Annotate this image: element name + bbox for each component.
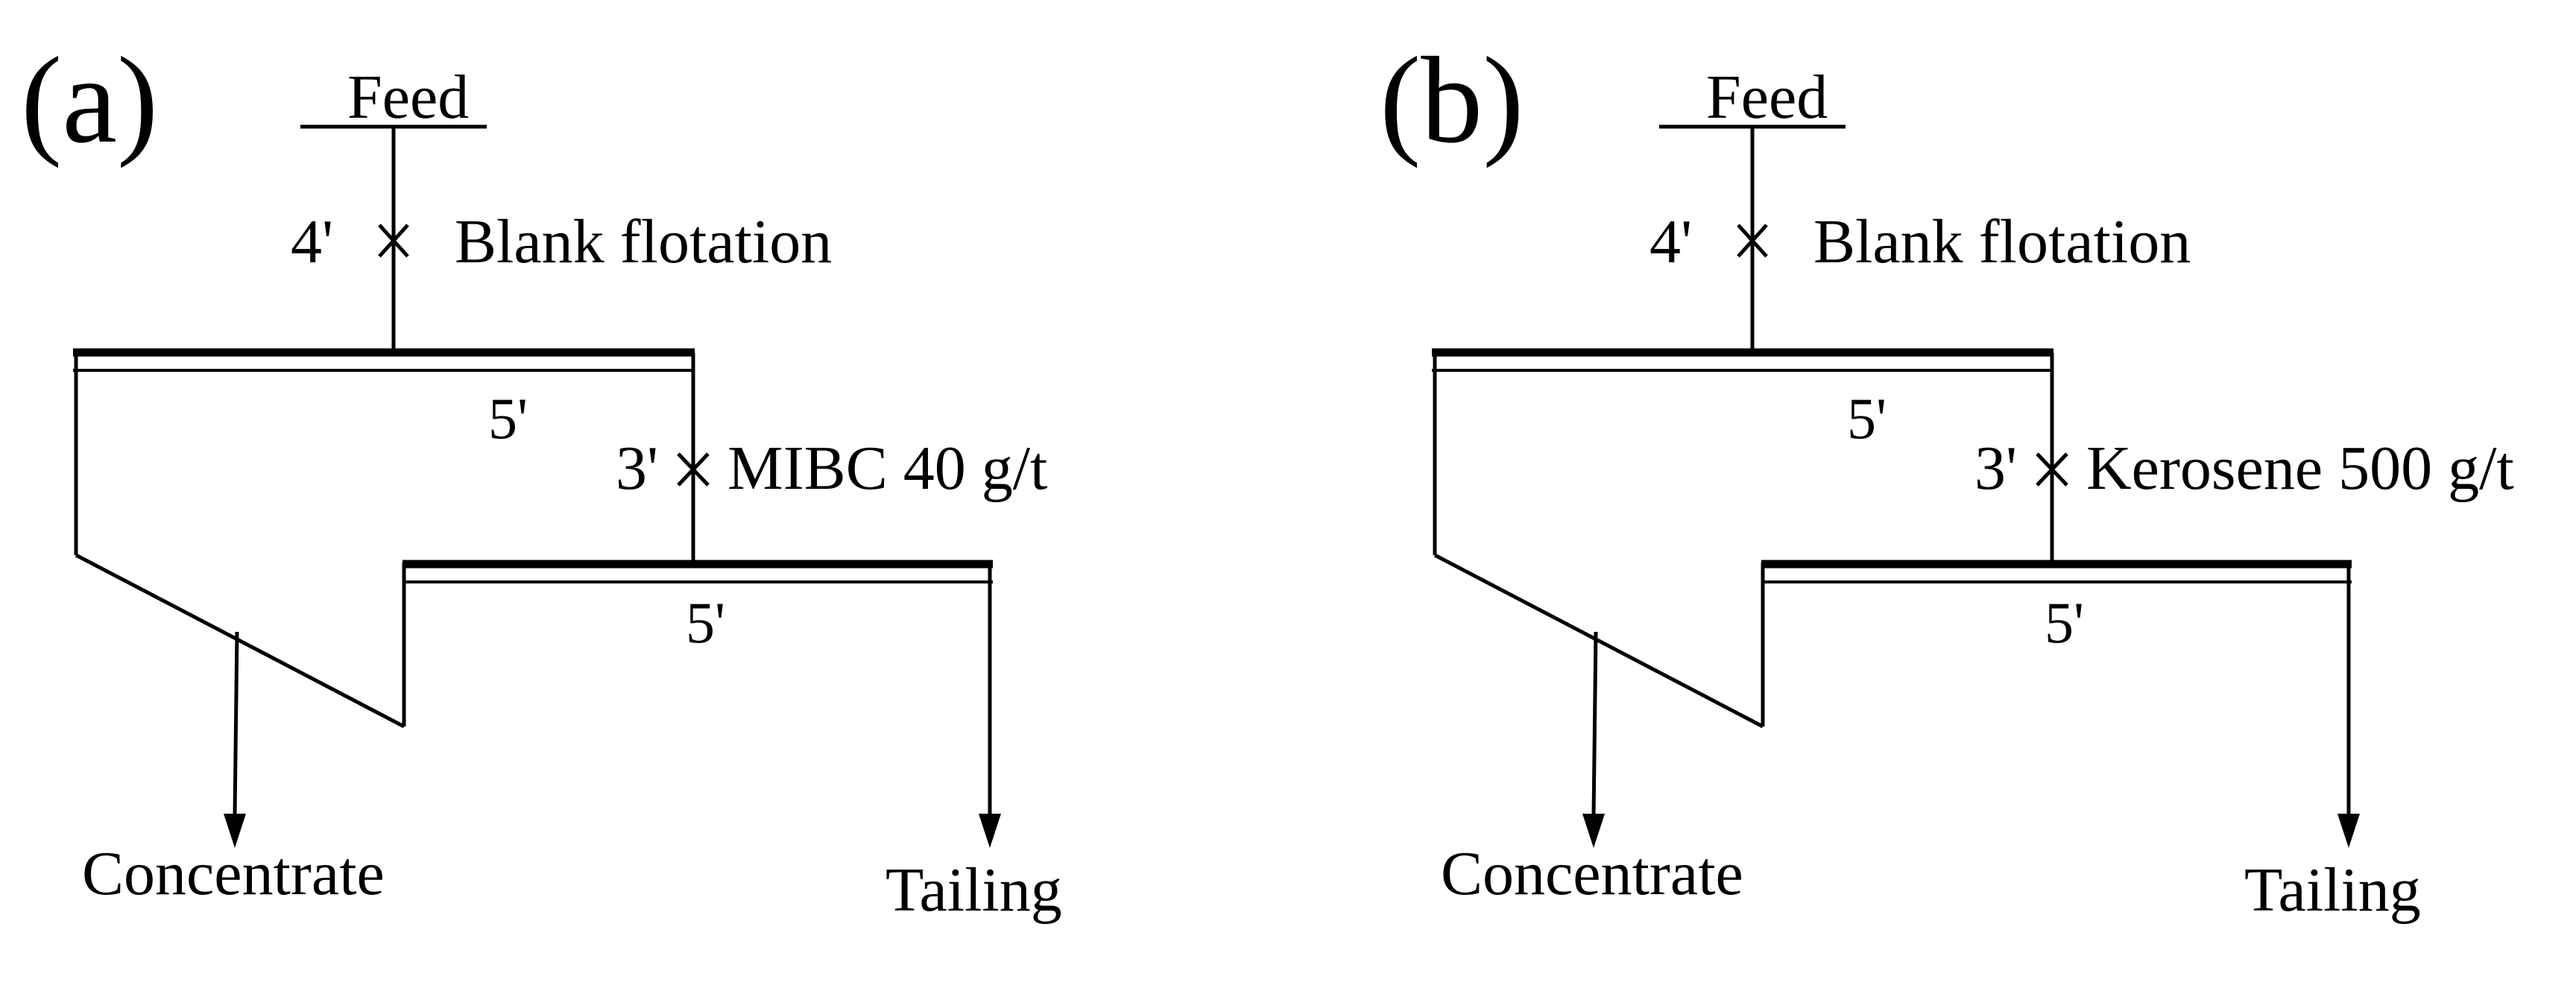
panel-a: (a) Feed 4' Blank flotation 5' 3' MIBC 4…	[21, 31, 1062, 925]
panel-b-letter: (b)	[1380, 31, 1524, 168]
panel-a-second-cell-time: 5'	[686, 590, 725, 655]
panel-b-second-cell-time: 5'	[2045, 590, 2084, 655]
panel-a-concentrate-arrow	[224, 631, 246, 848]
panel-b-conditioning-time: 4'	[1650, 207, 1692, 276]
panel-a-conditioning-label: Blank flotation	[455, 207, 832, 276]
panel-a-first-cell	[73, 348, 695, 729]
panel-a-reagent-time: 3'	[616, 434, 658, 503]
panel-b-feed-label: Feed	[1706, 63, 1828, 132]
panel-a-conditioning-cross-icon	[378, 224, 409, 258]
panel-b-conditioning-label: Blank flotation	[1813, 207, 2191, 276]
panel-a-letter: (a)	[21, 31, 158, 168]
panel-a-reagent-label: MIBC 40 g/t	[727, 434, 1047, 503]
panel-a-reagent-cross-icon	[677, 452, 710, 487]
panel-b-concentrate-arrow	[1582, 631, 1605, 848]
panel-a-second-cell	[402, 560, 993, 816]
panel-b-reagent-cross-icon	[2036, 452, 2068, 487]
panel-b-second-cell	[1761, 560, 2352, 816]
panel-b: (b) Feed 4' Blank flotation 5' 3' Kerose…	[1380, 31, 2514, 925]
panel-b-first-cell	[1432, 348, 2054, 729]
panel-a-first-cell-time: 5'	[488, 386, 528, 451]
panel-b-reagent-time: 3'	[1974, 434, 2017, 503]
panel-a-tailing-label: Tailing	[886, 855, 1062, 925]
panel-b-tailing-arrowhead	[2337, 814, 2360, 848]
panel-b-concentrate-label: Concentrate	[1441, 839, 1743, 908]
panel-b-tailing-label: Tailing	[2244, 855, 2421, 925]
panel-b-conditioning-cross-icon	[1737, 224, 1768, 258]
panel-a-concentrate-label: Concentrate	[82, 839, 385, 908]
panel-b-first-cell-time: 5'	[1847, 386, 1887, 451]
panel-a-tailing-arrowhead	[979, 814, 1001, 848]
panel-a-conditioning-time: 4'	[291, 207, 333, 276]
panel-a-feed-label: Feed	[347, 63, 469, 132]
panel-b-reagent-label: Kerosene 500 g/t	[2086, 434, 2514, 503]
